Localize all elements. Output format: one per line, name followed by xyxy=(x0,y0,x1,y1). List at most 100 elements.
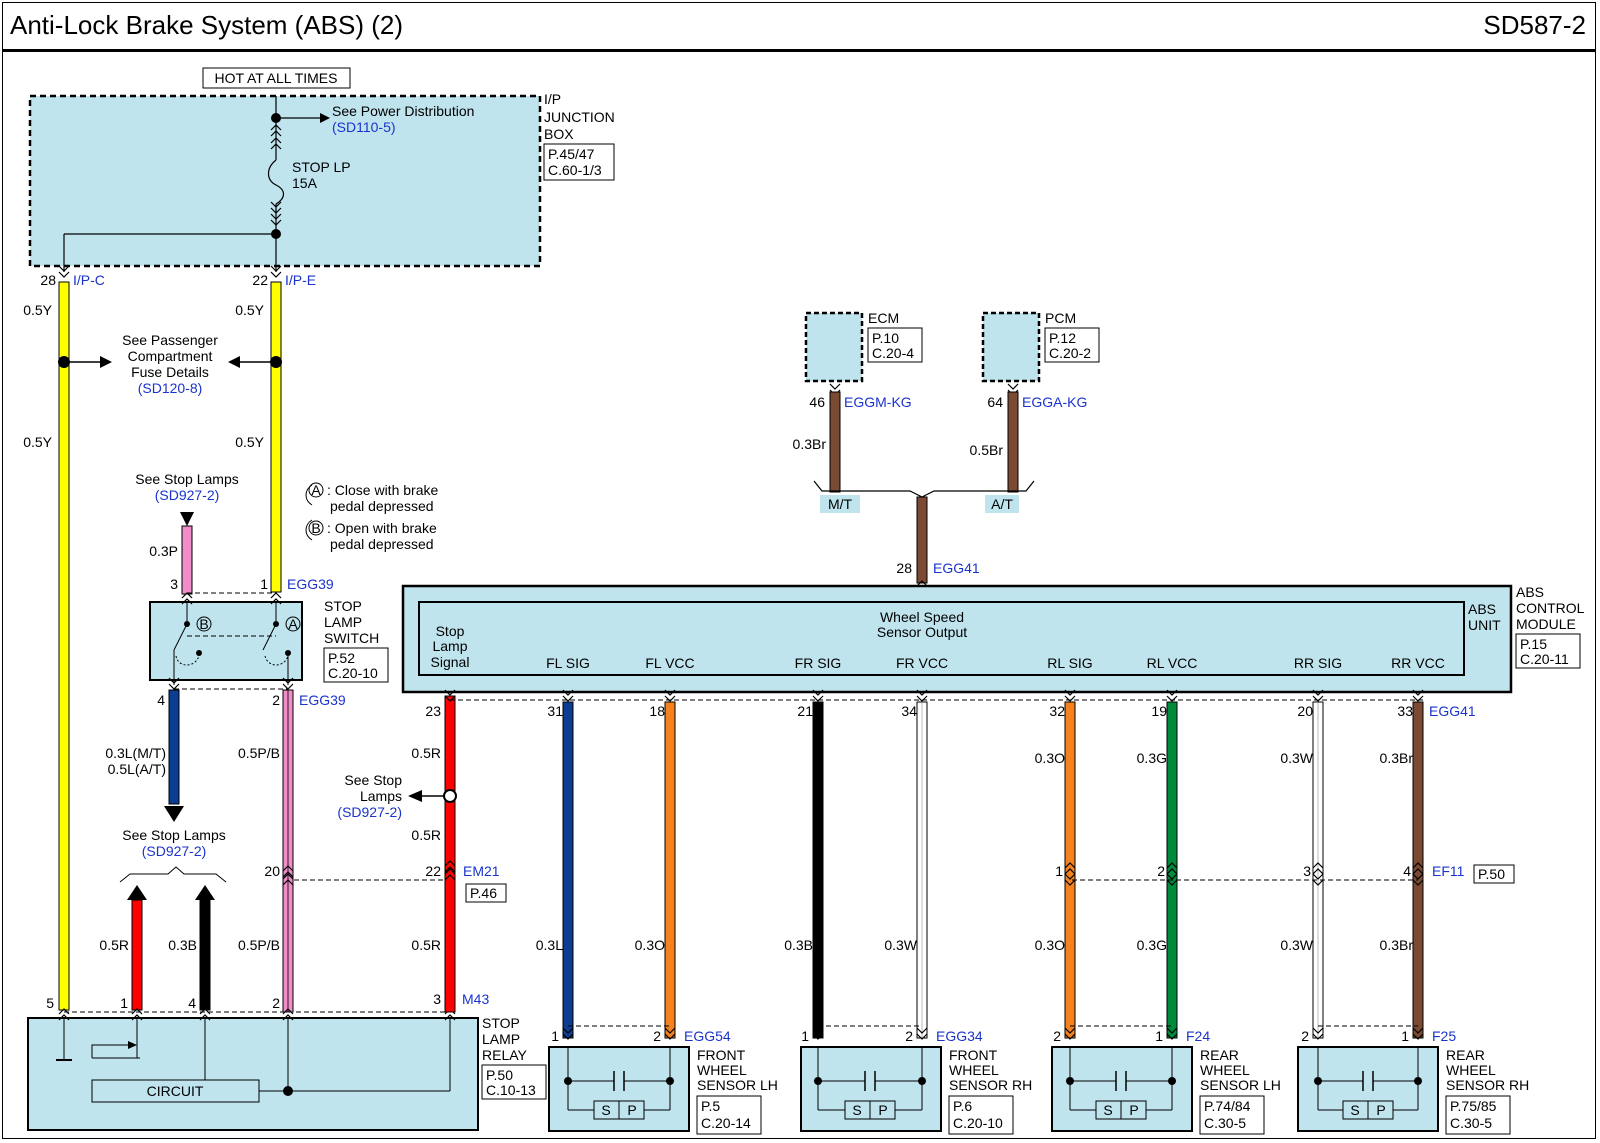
abs-unit-1: ABS xyxy=(1468,601,1496,617)
conn-ip-e: I/P-E xyxy=(285,272,316,288)
abs-ref-1: P.15 xyxy=(1520,636,1547,652)
wire-upper-1: 0.3G xyxy=(1137,750,1167,766)
abs-stop-2: Lamp xyxy=(432,638,467,654)
abs-mod-2: CONTROL xyxy=(1516,600,1585,616)
ef11-ref: P.50 xyxy=(1478,866,1505,882)
ip-junction-box: HOT AT ALL TIMES See Power Distribution … xyxy=(28,67,615,288)
fuse-detail-ref[interactable]: (SD120-8) xyxy=(138,380,203,396)
pcm-wire: 0.5Br xyxy=(970,442,1004,458)
abs-pin-20: 20 xyxy=(1297,703,1313,719)
relay-pin-1: 1 xyxy=(120,995,128,1011)
jbox-name-3: BOX xyxy=(544,126,574,142)
note-a-1: : Close with brake xyxy=(327,482,438,498)
wire-blue-1: 0.3L(M/T) xyxy=(105,745,166,761)
relay-pin-2: 2 xyxy=(272,995,280,1011)
note-b-1: : Open with brake xyxy=(327,520,437,536)
switch-conn-bot: EGG39 xyxy=(299,692,346,708)
wire-rl-sig xyxy=(1064,701,1076,1039)
relay-circuit-label: CIRCUIT xyxy=(147,1083,204,1099)
sensor-ref1-0: P.5 xyxy=(701,1098,720,1114)
fuse-detail-2: Compartment xyxy=(128,348,213,364)
fuse-rating: 15A xyxy=(292,175,318,191)
pcm-ref-1: P.12 xyxy=(1049,330,1076,346)
signal-see-stop-ref[interactable]: (SD927-2) xyxy=(337,804,402,820)
relay-name-1: STOP xyxy=(482,1015,520,1031)
relay-name-2: LAMP xyxy=(482,1031,520,1047)
note-b-symbol: B xyxy=(311,520,320,536)
diagram-code: SD587-2 xyxy=(1483,10,1586,40)
see-stop-lamps-mid-ref[interactable]: (SD927-2) xyxy=(142,843,207,859)
arrow-left-icon xyxy=(408,790,422,802)
note-a-symbol: A xyxy=(311,482,321,498)
sensor-p-3: P xyxy=(1376,1102,1385,1118)
sensor-name2-1: WHEEL xyxy=(949,1062,999,1078)
signal-see-stop-1: See Stop xyxy=(344,772,402,788)
pcm-name: PCM xyxy=(1045,310,1076,326)
relay-wire-pink: 0.5P/B xyxy=(238,937,280,953)
wire-lower-1: 0.3O xyxy=(635,937,665,953)
switch-conn-top: EGG39 xyxy=(287,576,334,592)
pin-28: 28 xyxy=(40,272,56,288)
relay-pin-4: 4 xyxy=(188,995,196,1011)
wire-fl-sig xyxy=(562,701,574,1039)
signal-pin-3: 3 xyxy=(433,991,441,1007)
see-power-ref[interactable]: (SD110-5) xyxy=(332,119,396,135)
abs-signal-rr-vcc: RR VCC xyxy=(1391,655,1445,671)
abs-pin-34: 34 xyxy=(901,703,917,719)
ecm-pcm: ECM P.10 C.20-4 46 EGGM-KG 0.3Br PCM P.1… xyxy=(793,310,1100,593)
hot-label: HOT AT ALL TIMES xyxy=(215,70,338,86)
ecm-conn: EGGM-KG xyxy=(844,394,912,410)
see-stop-lamps-top-ref[interactable]: (SD927-2) xyxy=(155,487,220,503)
wire-lower-0: 0.3L xyxy=(536,937,563,953)
arrow-up-icon xyxy=(127,885,147,900)
wire-fl-vcc xyxy=(664,701,676,1039)
jbox-name-1: I/P xyxy=(544,91,561,107)
see-stop-lamps-top: See Stop Lamps xyxy=(135,471,239,487)
switch-pin-3: 3 xyxy=(170,576,178,592)
switch-b-symbol: B xyxy=(199,616,208,632)
sensor-name1-3: REAR xyxy=(1446,1047,1485,1063)
hot-at-all-times-box xyxy=(202,67,351,89)
abs-signal-rl-sig: RL SIG xyxy=(1047,655,1092,671)
arrow-down-icon xyxy=(180,512,194,526)
signal-pin-20: 20 xyxy=(264,863,280,879)
abs-pin-19: 19 xyxy=(1151,703,1167,719)
wheel-sensor-box-0 xyxy=(548,1046,690,1132)
sensor-name3-2: SENSOR LH xyxy=(1200,1077,1281,1093)
fuse-name: STOP LP xyxy=(292,159,351,175)
switch-name-1: STOP xyxy=(324,598,362,614)
fuse-icon xyxy=(267,159,285,205)
sensor-ref1-1: P.6 xyxy=(953,1098,972,1114)
jbox-name-2: JUNCTION xyxy=(544,109,615,125)
abs-signal-fr-vcc: FR VCC xyxy=(896,655,948,671)
pcm-pin: 64 xyxy=(987,394,1003,410)
ecm-name: ECM xyxy=(868,310,899,326)
arrow-right-icon xyxy=(100,356,112,368)
abs-pin-28: 28 xyxy=(896,560,912,576)
header-rule xyxy=(2,49,1596,52)
abs-stop-1: Stop xyxy=(436,623,465,639)
relay-ref-1: P.50 xyxy=(486,1067,513,1083)
relay-wire-red: 0.5R xyxy=(99,937,129,953)
abs-pin-18: 18 xyxy=(649,703,665,719)
sensor-pin-b-2: 1 xyxy=(1155,1028,1163,1044)
wire-lower-7: 0.3Br xyxy=(1380,937,1414,953)
abs-signal-fr-sig: FR SIG xyxy=(795,655,842,671)
sensor-name3-3: SENSOR RH xyxy=(1446,1077,1529,1093)
conn-ef11: EF11 xyxy=(1432,863,1465,879)
see-stop-lamps-mid: See Stop Lamps xyxy=(122,827,226,843)
wire-03p: 0.3P xyxy=(149,543,178,559)
pcm-ref-2: C.20-2 xyxy=(1049,345,1091,361)
wire-blue-2: 0.5L(A/T) xyxy=(108,761,166,777)
switch-ref-1: P.52 xyxy=(328,650,355,666)
wire-rl-vcc xyxy=(1166,701,1178,1039)
abs-pin-33: 33 xyxy=(1397,703,1413,719)
sensor-p-2: P xyxy=(1129,1102,1138,1118)
wire-upper-3: 0.3Br xyxy=(1380,750,1414,766)
jbox-ref-2: C.60-1/3 xyxy=(548,162,602,178)
arrow-down-icon xyxy=(164,806,184,822)
sensor-pin-a-2: 2 xyxy=(1053,1028,1061,1044)
note-b-2: pedal depressed xyxy=(330,536,434,552)
abs-unit-2: UNIT xyxy=(1468,617,1501,633)
